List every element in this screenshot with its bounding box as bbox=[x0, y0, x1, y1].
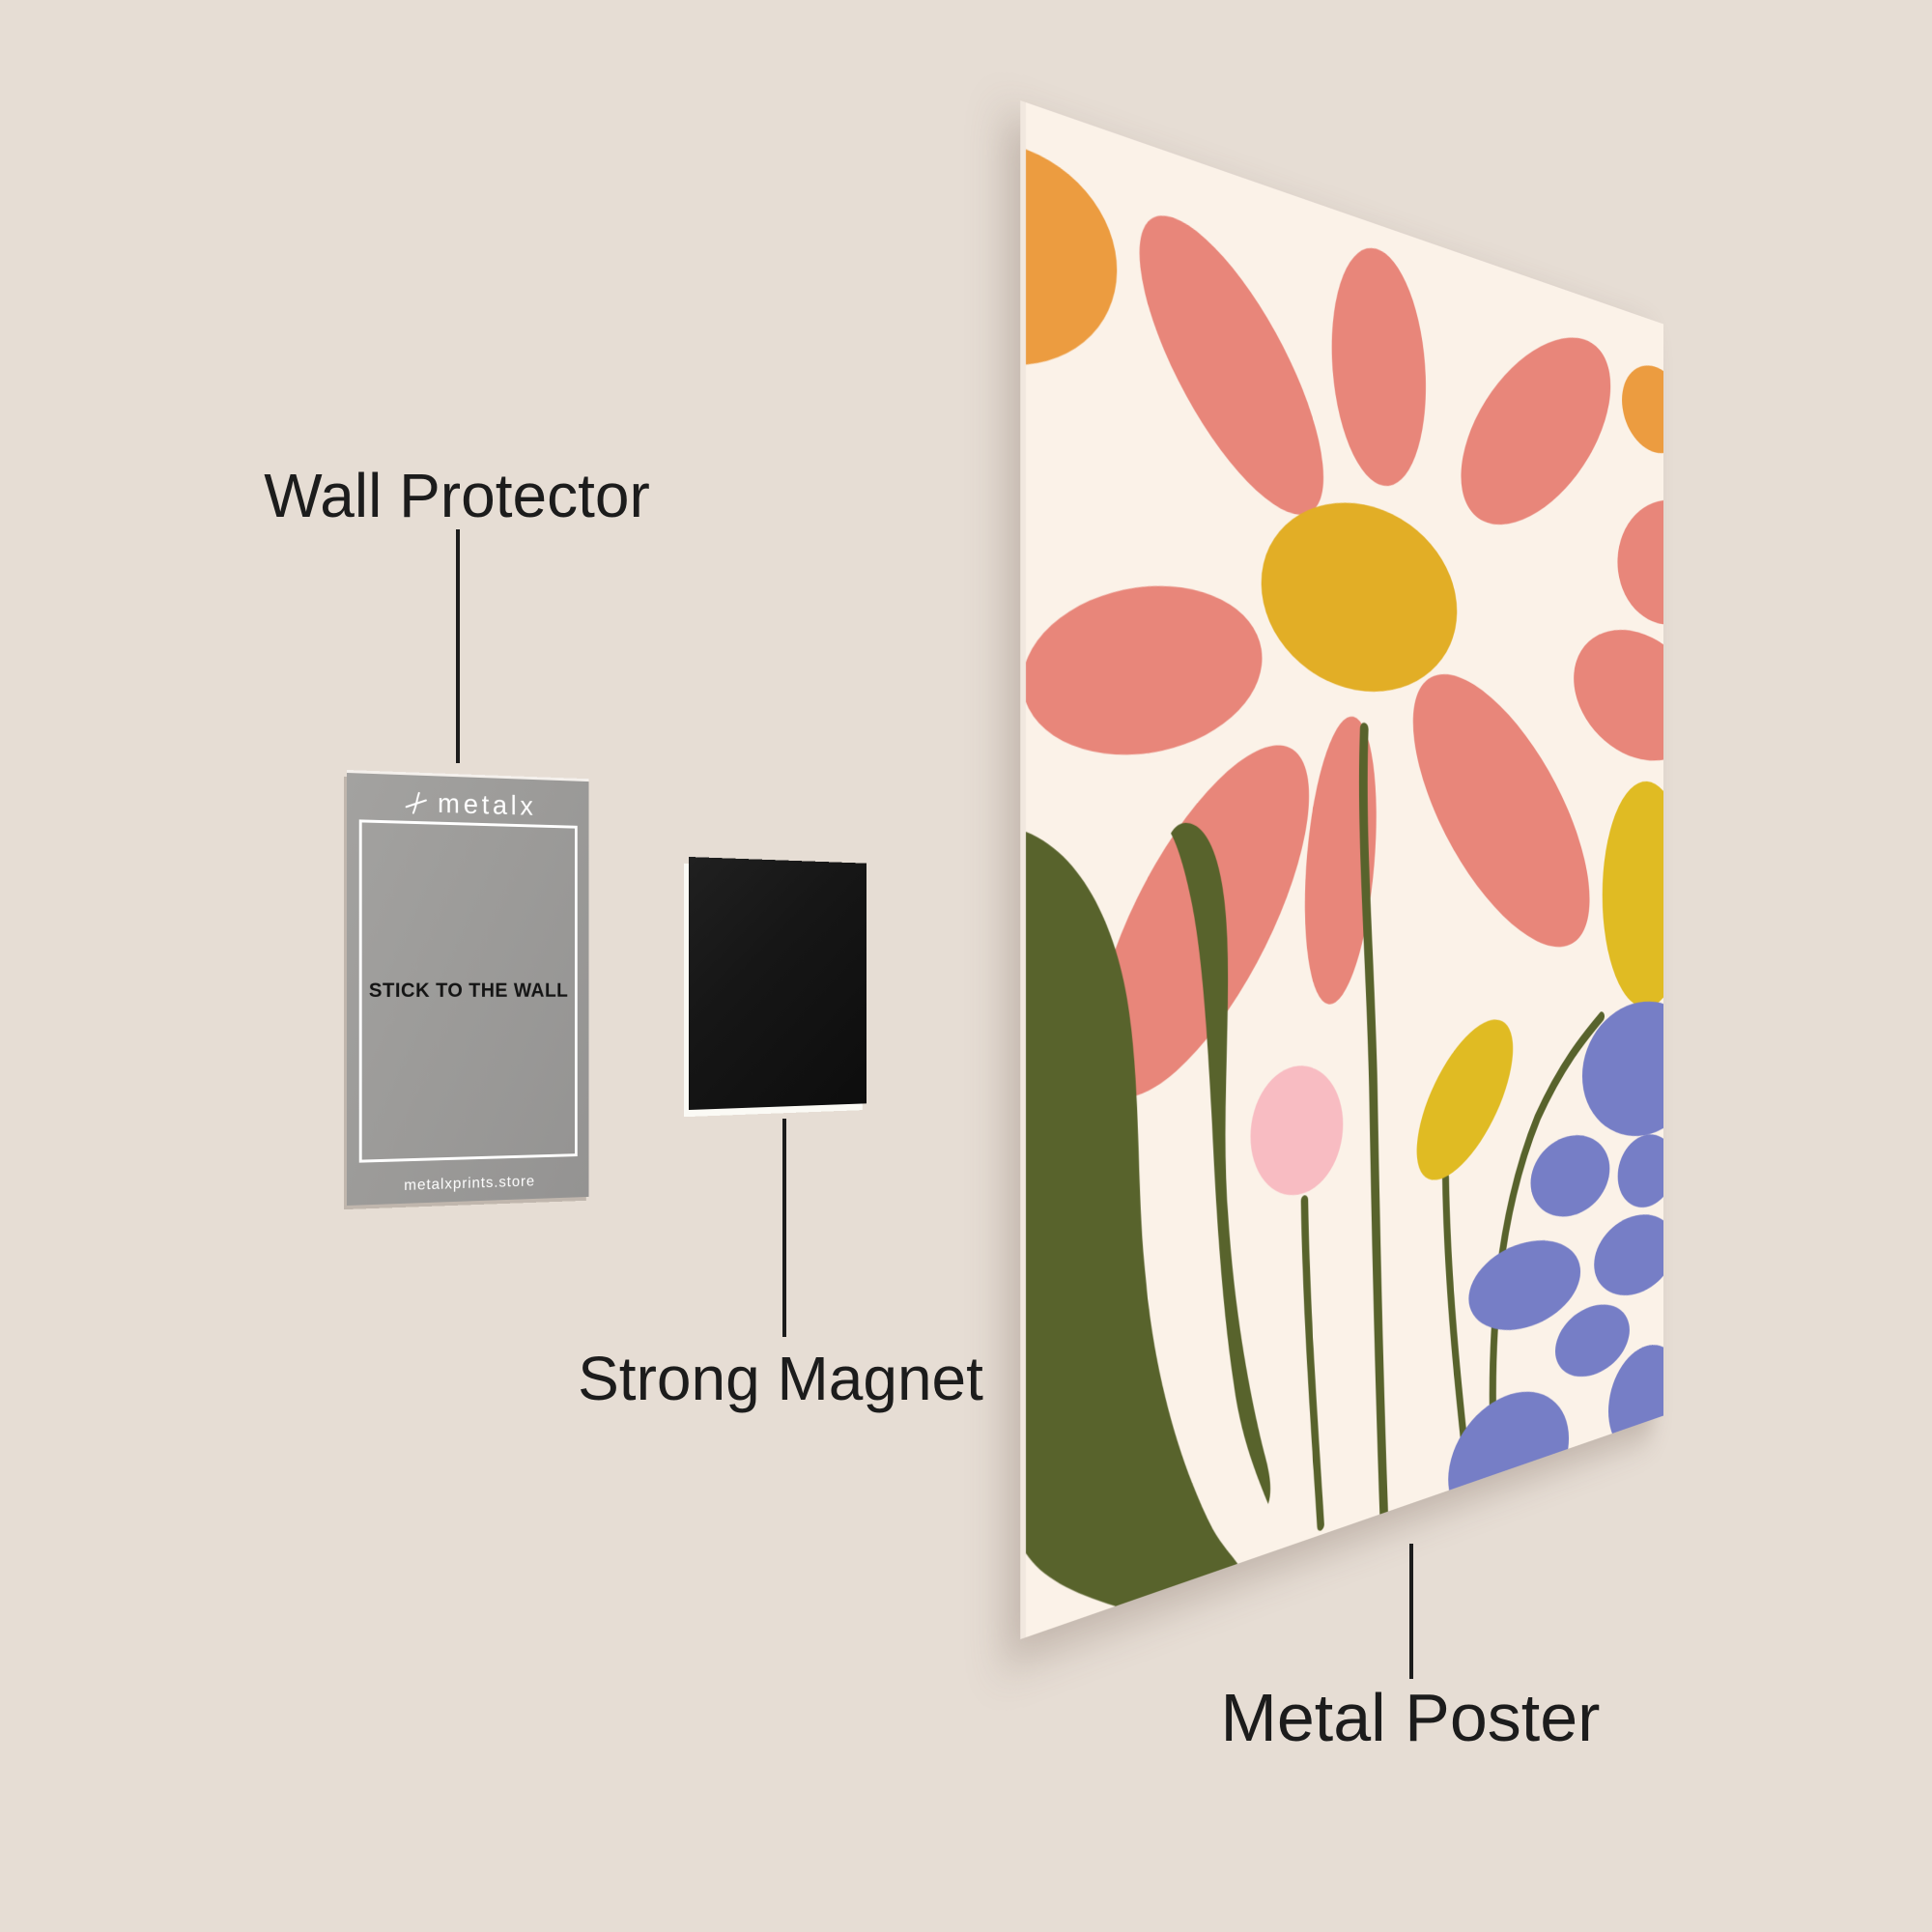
petal-right bbox=[1609, 494, 1664, 635]
metalx-logo-icon bbox=[403, 788, 431, 818]
card-center-text: STICK TO THE WALL bbox=[368, 980, 569, 1002]
stem-left bbox=[1304, 1198, 1321, 1531]
metalx-brand-text: metalx bbox=[438, 787, 537, 822]
peri-pebble-2 bbox=[1617, 1129, 1664, 1213]
flower-center-disc bbox=[1261, 484, 1458, 700]
metal-poster-connector-line bbox=[1409, 1544, 1413, 1679]
strong-magnet bbox=[689, 857, 867, 1110]
petal-upper-right bbox=[1436, 300, 1631, 564]
mustard-tilted-ellipse bbox=[1398, 995, 1529, 1205]
metal-poster bbox=[1020, 100, 1664, 1639]
mustard-edge-blob bbox=[1602, 779, 1664, 1012]
poster-artwork bbox=[1026, 137, 1664, 1637]
strong-magnet-label: Strong Magnet bbox=[578, 1344, 983, 1413]
metal-poster-label: Metal Poster bbox=[1220, 1680, 1601, 1755]
orange-corner-blob bbox=[1026, 137, 1135, 375]
blush-bud bbox=[1250, 1061, 1344, 1203]
strong-magnet-connector-line bbox=[782, 1119, 786, 1337]
wall-protector-card: metalx STICK TO THE WALL metalxprints.st… bbox=[347, 773, 589, 1206]
wall-protector-connector-line bbox=[456, 529, 460, 763]
peri-pebble-6 bbox=[1448, 1376, 1570, 1547]
petal-top bbox=[1327, 236, 1430, 493]
card-footer-url: metalxprints.store bbox=[404, 1173, 535, 1194]
peri-pebble-1 bbox=[1530, 1129, 1610, 1225]
peri-pebble-3 bbox=[1468, 1230, 1581, 1344]
petal-lower-right-edge bbox=[1568, 609, 1664, 777]
petal-left bbox=[1026, 571, 1274, 779]
poster-left-edge bbox=[1020, 100, 1026, 1639]
orange-edge-blob bbox=[1622, 355, 1664, 461]
card-inner-frame: STICK TO THE WALL bbox=[358, 819, 578, 1163]
wall-protector-label: Wall Protector bbox=[264, 461, 650, 530]
peri-pebble-4 bbox=[1594, 1207, 1664, 1305]
petal-upper-left bbox=[1104, 183, 1351, 550]
